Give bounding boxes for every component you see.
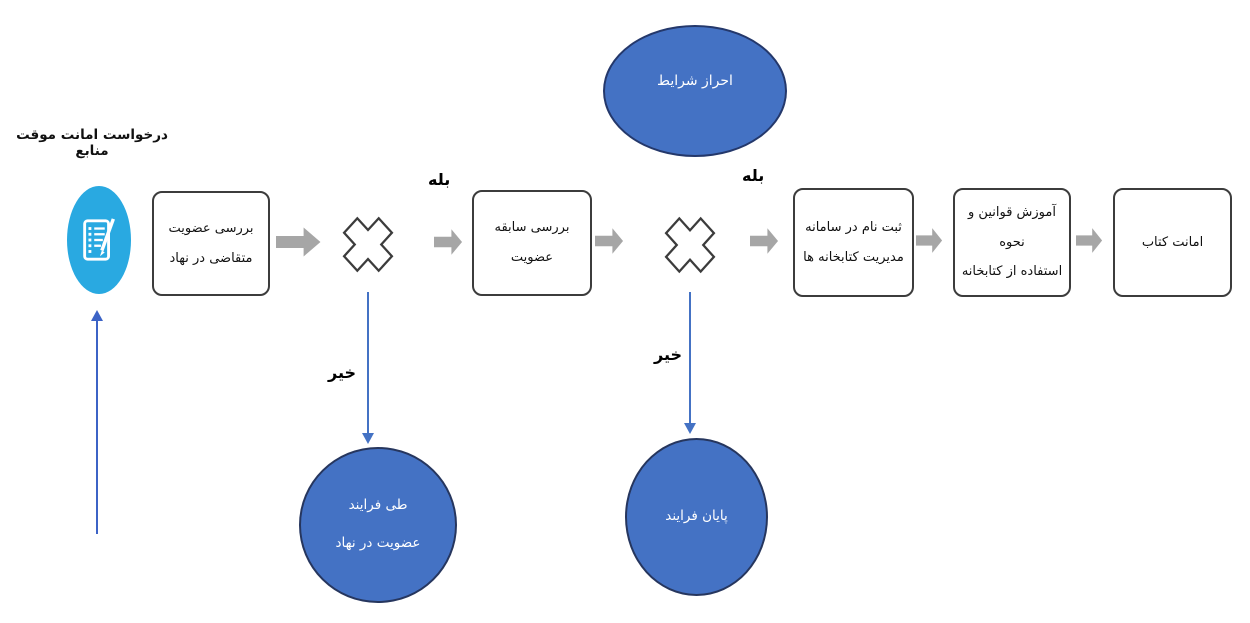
flow-arrow-icon [276,227,321,257]
terminal-circle-membership-process: طی فرایند عضویت در نهاد [299,447,457,603]
decision-x-icon [342,216,394,273]
process-box-check-history: بررسی سابقه عضویت [472,190,592,296]
box-text-line: استفاده از کتابخانه [961,264,1063,280]
down-connector-arrow-2 [684,292,696,434]
flow-arrow-icon [1076,228,1103,253]
ellipse-eligibility: احراز شرایط [603,25,787,157]
arrowhead-down-icon [684,423,696,434]
up-connector-arrow [91,310,103,534]
flow-arrow-icon [434,229,463,255]
no-label-2: خیر [654,345,683,364]
start-form-circle [67,186,131,294]
circle-text-line: طی فرایند [348,497,408,514]
request-label: درخواست امانت موقت منابع [16,127,168,159]
box-text-line: امانت کتاب [1141,234,1204,250]
flow-arrow-icon [916,228,943,253]
arrowhead-down-icon [362,433,374,444]
process-box-register: ثبت نام در سامانه مدیریت کتابخانه ها [793,188,914,297]
box-text-line: بررسی عضویت [168,220,254,236]
down-connector-arrow-1 [362,292,374,444]
box-text-line: ثبت نام در سامانه [805,219,902,235]
process-box-check-membership: بررسی عضویت متقاضی در نهاد [152,191,270,296]
flow-arrow-icon [595,228,624,254]
process-box-book-loan: امانت کتاب [1113,188,1232,297]
circle-text-line: عضویت در نهاد [335,535,421,551]
notepad-pencil-icon [83,218,115,261]
process-box-training: آموزش قوانین و نحوه استفاده از کتابخانه [953,188,1071,297]
box-text-line: آموزش قوانین و نحوه [968,204,1056,250]
yes-label-1: بله [428,170,451,189]
box-text-line: مدیریت کتابخانه ها [803,249,904,265]
flow-arrow-icon [750,228,779,254]
box-text-line: بررسی سابقه عضویت [494,220,570,265]
circle-text-line: پایان فرایند [665,508,728,525]
yes-label-2: بله [742,166,765,185]
decision-x-icon [664,216,716,274]
ellipse-text: احراز شرایط [657,73,733,89]
box-text-line: متقاضی در نهاد [169,250,253,266]
no-label-1: خیر [328,363,357,382]
terminal-circle-end-process: پایان فرایند [625,438,768,596]
arrowhead-up-icon [91,310,103,321]
